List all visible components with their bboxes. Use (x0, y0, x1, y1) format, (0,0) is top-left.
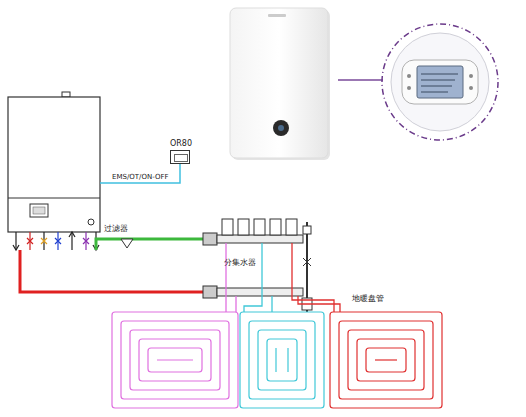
boiler-photo (230, 8, 330, 160)
link-line (338, 79, 383, 81)
floor-coil (240, 312, 324, 408)
device-label: OR80 (170, 139, 192, 149)
part-label: 地暖盘管 (352, 294, 384, 304)
green-pipe (96, 239, 207, 250)
thermostat-box: OR80 (170, 150, 190, 164)
filter-symbol (121, 239, 133, 248)
boiler-outline (8, 92, 100, 232)
manifold (203, 219, 312, 312)
part-label: EMS/OT/ON-OFF (112, 172, 168, 182)
thermostat-screen (174, 154, 188, 162)
coil-leads (226, 243, 340, 312)
part-label: 过滤器 (104, 224, 128, 234)
floor-coil (112, 312, 238, 408)
signal-wire (100, 164, 180, 183)
part-label: 分集水器 (224, 258, 256, 268)
red-pipe (20, 250, 207, 292)
pipe-stubs (13, 232, 99, 250)
thermostat-callout (382, 24, 498, 140)
floor-coil (330, 312, 442, 408)
